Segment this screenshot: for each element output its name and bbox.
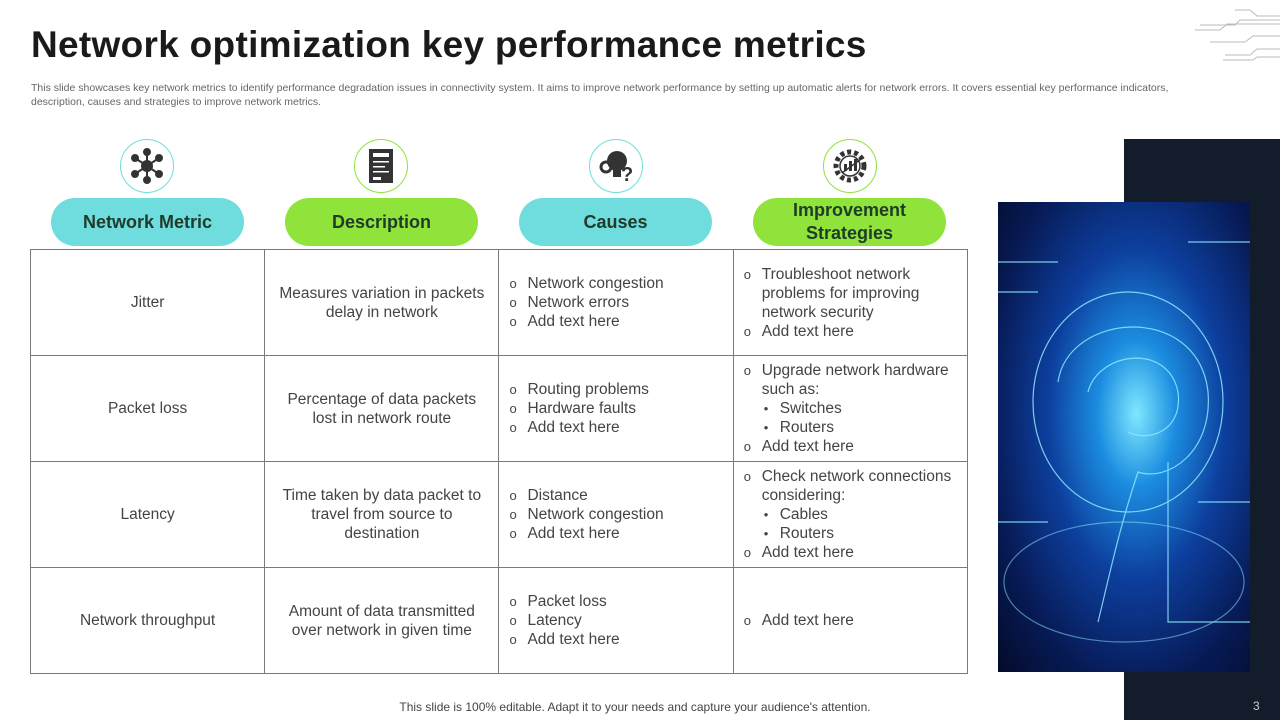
header-description: Description xyxy=(285,198,478,246)
strategy-subitem: Switches xyxy=(762,399,967,418)
strategy-sublist: CablesRouters xyxy=(762,505,967,543)
header-network-metric: Network Metric xyxy=(51,198,244,246)
cause-item: Distance xyxy=(509,486,732,505)
cause-item: Hardware faults xyxy=(509,399,732,418)
strategy-item: Upgrade network hardware such as:Switche… xyxy=(744,361,967,437)
strategy-item: Add text here xyxy=(744,543,967,562)
metric-cell: Jitter xyxy=(29,249,266,356)
description-cell: Percentage of data packets lost in netwo… xyxy=(264,355,500,462)
causes-cell: Routing problemsHardware faultsAdd text … xyxy=(498,355,734,462)
causes-list: Network congestionNetwork errorsAdd text… xyxy=(499,274,732,331)
header-causes: Causes xyxy=(519,198,712,246)
cause-item: Network congestion xyxy=(509,505,732,524)
strategies-list: Upgrade network hardware such as:Switche… xyxy=(734,361,967,456)
metric-cell: Network throughput xyxy=(29,567,266,674)
strategies-list: Add text here xyxy=(734,611,967,630)
causes-cell: Network congestionNetwork errorsAdd text… xyxy=(498,249,734,356)
page-number: 3 xyxy=(1253,699,1260,713)
strategies-list: Check network connections considering:Ca… xyxy=(734,467,967,562)
strategy-item: Add text here xyxy=(744,611,967,630)
strategies-cell: Troubleshoot network problems for improv… xyxy=(732,249,969,356)
cause-item: Routing problems xyxy=(509,380,732,399)
svg-text:?: ? xyxy=(621,164,633,185)
strategy-subitem: Routers xyxy=(762,524,967,543)
strategy-text: Troubleshoot network problems for improv… xyxy=(761,265,920,321)
lightbulb-question-icon: ? xyxy=(589,139,643,193)
description-cell: Time taken by data packet to travel from… xyxy=(264,461,500,568)
strategy-text: Upgrade network hardware such as: xyxy=(761,362,949,398)
document-icon xyxy=(354,139,408,193)
strategy-text: Add text here xyxy=(761,544,854,561)
cause-item: Add text here xyxy=(509,524,732,543)
slide-subtitle: This slide showcases key network metrics… xyxy=(31,82,1169,108)
strategy-subitem: Routers xyxy=(762,418,967,437)
strategy-item: Add text here xyxy=(744,437,967,456)
causes-cell: DistanceNetwork congestionAdd text here xyxy=(498,461,734,568)
strategy-item: Check network connections considering:Ca… xyxy=(744,467,967,543)
causes-list: DistanceNetwork congestionAdd text here xyxy=(499,486,732,543)
metric-cell: Packet loss xyxy=(29,355,266,462)
strategy-text: Add text here xyxy=(761,612,854,629)
causes-list: Packet lossLatencyAdd text here xyxy=(499,592,732,649)
strategy-item: Troubleshoot network problems for improv… xyxy=(744,265,967,322)
strategy-item: Add text here xyxy=(744,322,967,341)
causes-list: Routing problemsHardware faultsAdd text … xyxy=(499,380,732,437)
cause-item: Network congestion xyxy=(509,274,732,293)
causes-cell: Packet lossLatencyAdd text here xyxy=(498,567,734,674)
cause-item: Add text here xyxy=(509,312,732,331)
strategies-cell: Add text here xyxy=(732,567,969,674)
header-improvement-strategies: Improvement Strategies xyxy=(753,198,946,246)
cause-item: Add text here xyxy=(509,418,732,437)
strategies-list: Troubleshoot network problems for improv… xyxy=(734,265,967,341)
metric-cell: Latency xyxy=(29,461,266,568)
footer-note: This slide is 100% editable. Adapt it to… xyxy=(399,700,871,714)
strategy-text: Check network connections considering: xyxy=(761,468,952,504)
network-hub-icon xyxy=(120,139,174,193)
strategy-sublist: SwitchesRouters xyxy=(762,399,967,437)
cause-item: Latency xyxy=(509,611,732,630)
description-cell: Amount of data transmitted over network … xyxy=(264,567,500,674)
cause-item: Add text here xyxy=(509,630,732,649)
strategies-cell: Upgrade network hardware such as:Switche… xyxy=(732,355,969,462)
circuit-decoration-icon xyxy=(1195,9,1280,61)
cause-item: Packet loss xyxy=(509,592,732,611)
gear-chart-icon xyxy=(823,139,877,193)
strategy-subitem: Cables xyxy=(762,505,967,524)
strategies-cell: Check network connections considering:Ca… xyxy=(732,461,969,568)
description-cell: Measures variation in packets delay in n… xyxy=(264,249,500,356)
slide-title: Network optimization key performance met… xyxy=(31,24,867,65)
strategy-text: Add text here xyxy=(761,438,854,455)
cause-item: Network errors xyxy=(509,293,732,312)
brain-circuit-image xyxy=(998,202,1250,672)
strategy-text: Add text here xyxy=(761,322,854,340)
